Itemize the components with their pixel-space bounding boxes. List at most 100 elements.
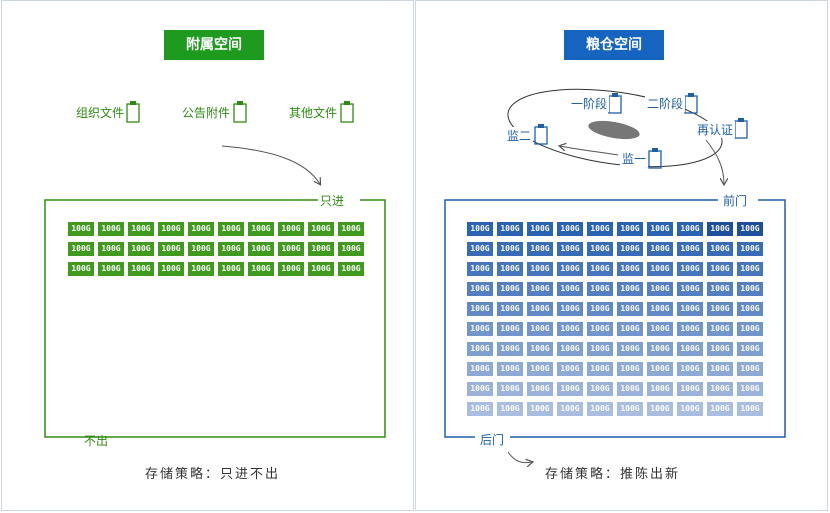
- storage-cell: 100G: [677, 362, 703, 376]
- storage-cell: 100G: [527, 282, 553, 296]
- entry-only-label: 只进: [318, 192, 347, 209]
- storage-cell: 100G: [617, 262, 643, 276]
- storage-cell: 100G: [557, 222, 583, 236]
- storage-cell: 100G: [278, 242, 304, 256]
- storage-cell: 100G: [467, 242, 493, 256]
- storage-cell: 100G: [188, 262, 214, 276]
- supervision-one-label: 监一: [620, 150, 649, 167]
- storage-cell: 100G: [617, 242, 643, 256]
- storage-cell: 100G: [617, 282, 643, 296]
- storage-cell: 100G: [587, 282, 613, 296]
- storage-cell: 100G: [647, 282, 673, 296]
- storage-cell: 100G: [467, 262, 493, 276]
- storage-cell: 100G: [647, 402, 673, 416]
- storage-cell: 100G: [527, 342, 553, 356]
- storage-cell: 100G: [587, 382, 613, 396]
- storage-cell: 100G: [587, 362, 613, 376]
- storage-cell: 100G: [467, 302, 493, 316]
- stage-one-label: 一阶段: [569, 95, 610, 112]
- storage-cell: 100G: [707, 222, 733, 236]
- back-gate-arrow: [507, 451, 532, 463]
- storage-cell: 100G: [617, 302, 643, 316]
- storage-cell: 100G: [68, 242, 94, 256]
- storage-cell: 100G: [188, 222, 214, 236]
- supervision-two-label: 监二: [505, 127, 534, 144]
- storage-cell: 100G: [677, 282, 703, 296]
- storage-cell: 100G: [98, 262, 124, 276]
- storage-cell: 100G: [338, 222, 364, 236]
- clipboard-icon: [648, 148, 662, 169]
- storage-cell: 100G: [707, 342, 733, 356]
- storage-cell: 100G: [497, 342, 523, 356]
- storage-cell: 100G: [617, 402, 643, 416]
- storage-cell: 100G: [617, 362, 643, 376]
- storage-cell: 100G: [527, 362, 553, 376]
- clipboard-icon: [534, 124, 548, 145]
- storage-cell: 100G: [527, 302, 553, 316]
- storage-cell: 100G: [278, 262, 304, 276]
- storage-cell: 100G: [647, 382, 673, 396]
- storage-cell: 100G: [677, 322, 703, 336]
- auxiliary-warehouse-box: [44, 199, 386, 438]
- clipboard-icon: [340, 101, 354, 123]
- storage-cell: 100G: [737, 302, 763, 316]
- storage-cell: 100G: [557, 402, 583, 416]
- storage-cell: 100G: [677, 342, 703, 356]
- storage-cell: 100G: [527, 242, 553, 256]
- storage-cell: 100G: [557, 302, 583, 316]
- storage-cell: 100G: [497, 282, 523, 296]
- storage-cell: 100G: [677, 302, 703, 316]
- granary-space-title: 粮仓空间: [564, 30, 664, 60]
- storage-cell: 100G: [587, 242, 613, 256]
- storage-cell: 100G: [497, 242, 523, 256]
- doc-label-notice: 公告附件: [180, 104, 233, 121]
- storage-cell: 100G: [557, 282, 583, 296]
- lifecycle-center: [588, 120, 640, 140]
- storage-cell: 100G: [527, 402, 553, 416]
- storage-cell: 100G: [557, 322, 583, 336]
- storage-cell: 100G: [707, 242, 733, 256]
- storage-cell: 100G: [248, 222, 274, 236]
- clipboard-icon: [233, 101, 247, 123]
- recertification-label: 再认证: [695, 121, 736, 138]
- storage-cell: 100G: [527, 222, 553, 236]
- storage-cell: 100G: [737, 242, 763, 256]
- storage-cell: 100G: [467, 282, 493, 296]
- storage-cell: 100G: [587, 302, 613, 316]
- storage-cell: 100G: [677, 262, 703, 276]
- granary-warehouse-box: [444, 199, 786, 438]
- cycle-arrow: [560, 146, 619, 156]
- storage-cell: 100G: [497, 322, 523, 336]
- granary-strategy: 存储策略：推陈出新: [545, 467, 681, 482]
- storage-cell: 100G: [467, 322, 493, 336]
- storage-cell: 100G: [587, 342, 613, 356]
- clipboard-icon: [126, 101, 140, 123]
- storage-cell: 100G: [557, 262, 583, 276]
- no-exit-label: 不出: [84, 434, 109, 448]
- storage-cell: 100G: [467, 402, 493, 416]
- storage-cell: 100G: [617, 222, 643, 236]
- storage-cell: 100G: [338, 262, 364, 276]
- storage-cell: 100G: [617, 382, 643, 396]
- storage-cell: 100G: [737, 222, 763, 236]
- storage-cell: 100G: [707, 282, 733, 296]
- storage-cell: 100G: [308, 242, 334, 256]
- storage-cell: 100G: [707, 322, 733, 336]
- storage-cell: 100G: [617, 322, 643, 336]
- storage-cell: 100G: [158, 262, 184, 276]
- storage-cell: 100G: [188, 242, 214, 256]
- storage-cell: 100G: [707, 362, 733, 376]
- storage-cell: 100G: [128, 222, 154, 236]
- storage-cell: 100G: [308, 222, 334, 236]
- storage-cell: 100G: [737, 262, 763, 276]
- storage-cell: 100G: [707, 262, 733, 276]
- storage-cell: 100G: [497, 222, 523, 236]
- storage-cell: 100G: [587, 402, 613, 416]
- storage-cell: 100G: [128, 242, 154, 256]
- storage-cell: 100G: [647, 362, 673, 376]
- storage-cell: 100G: [218, 262, 244, 276]
- auxiliary-space-title: 附属空间: [164, 30, 264, 60]
- storage-cell: 100G: [128, 262, 154, 276]
- storage-cell: 100G: [737, 362, 763, 376]
